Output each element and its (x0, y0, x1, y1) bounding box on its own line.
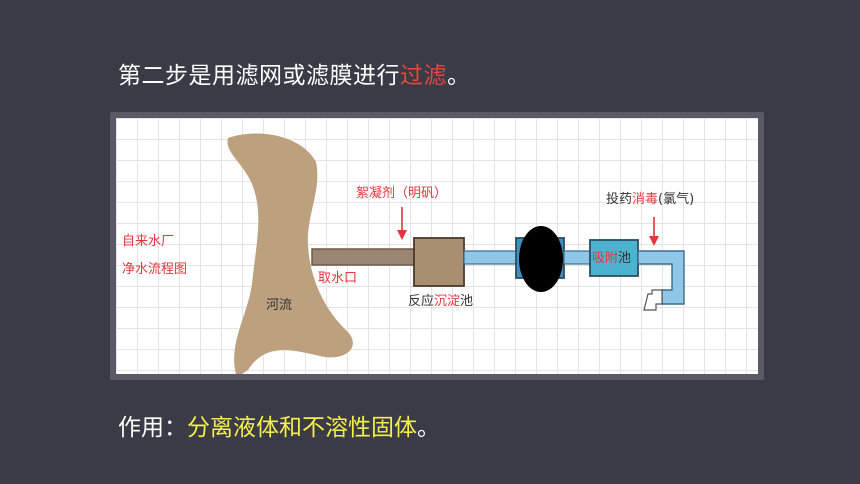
disinfect-arrow (649, 217, 659, 246)
cover-ellipse (519, 226, 563, 292)
disinfect-label: 投药消毒(氯气) (606, 193, 694, 206)
purpose-end: 。 (417, 415, 440, 441)
settling-suffix: 池 (460, 294, 474, 309)
adsorption-tank-label: 吸附池 (592, 252, 631, 265)
disinfect-prefix: 投药 (606, 192, 633, 207)
disinfect-red: 消毒 (632, 192, 659, 207)
water-treatment-diagram: 自来水厂 净水流程图 河流 取水口 絮凝剂（明矾） 反应沉淀池 吸附池 投药消毒… (116, 118, 758, 374)
coagulant-label: 絮凝剂（明矾） (356, 186, 448, 201)
diagram-illustration (227, 133, 685, 374)
heading-highlight: 过滤 (400, 63, 447, 89)
disinfect-suffix: (氯气) (658, 192, 695, 207)
water-pipe (463, 250, 517, 265)
diagram-title-line1: 自来水厂 (122, 234, 175, 249)
adsorption-tank (589, 239, 639, 277)
page-heading: 第二步是用滤网或滤膜进行过滤。 (118, 56, 471, 90)
faucet-spout (643, 289, 663, 311)
intake-label: 取水口 (318, 271, 358, 286)
water-pipe-2 (563, 250, 591, 265)
settling-tank (413, 237, 465, 287)
settling-tank-label: 反应沉淀池 (408, 295, 473, 308)
intake-pipe (311, 248, 415, 266)
diagram-title-line2: 净水流程图 (122, 262, 188, 277)
river-shape (227, 133, 353, 374)
settling-red: 沉淀 (434, 294, 461, 309)
settling-prefix: 反应 (408, 294, 435, 309)
purpose-text: 分离液体和不溶性固体 (187, 415, 417, 441)
heading-suffix: 。 (447, 63, 471, 89)
adsorption-red: 吸附 (592, 251, 619, 266)
purpose-label: 作用： (118, 415, 187, 441)
heading-prefix: 第二步是用滤网或滤膜进行 (118, 63, 400, 89)
coagulant-arrow (397, 207, 407, 240)
purpose-line: 作用：分离液体和不溶性固体。 (118, 408, 440, 442)
adsorption-suffix: 池 (618, 251, 632, 266)
river-label: 河流 (266, 298, 293, 313)
